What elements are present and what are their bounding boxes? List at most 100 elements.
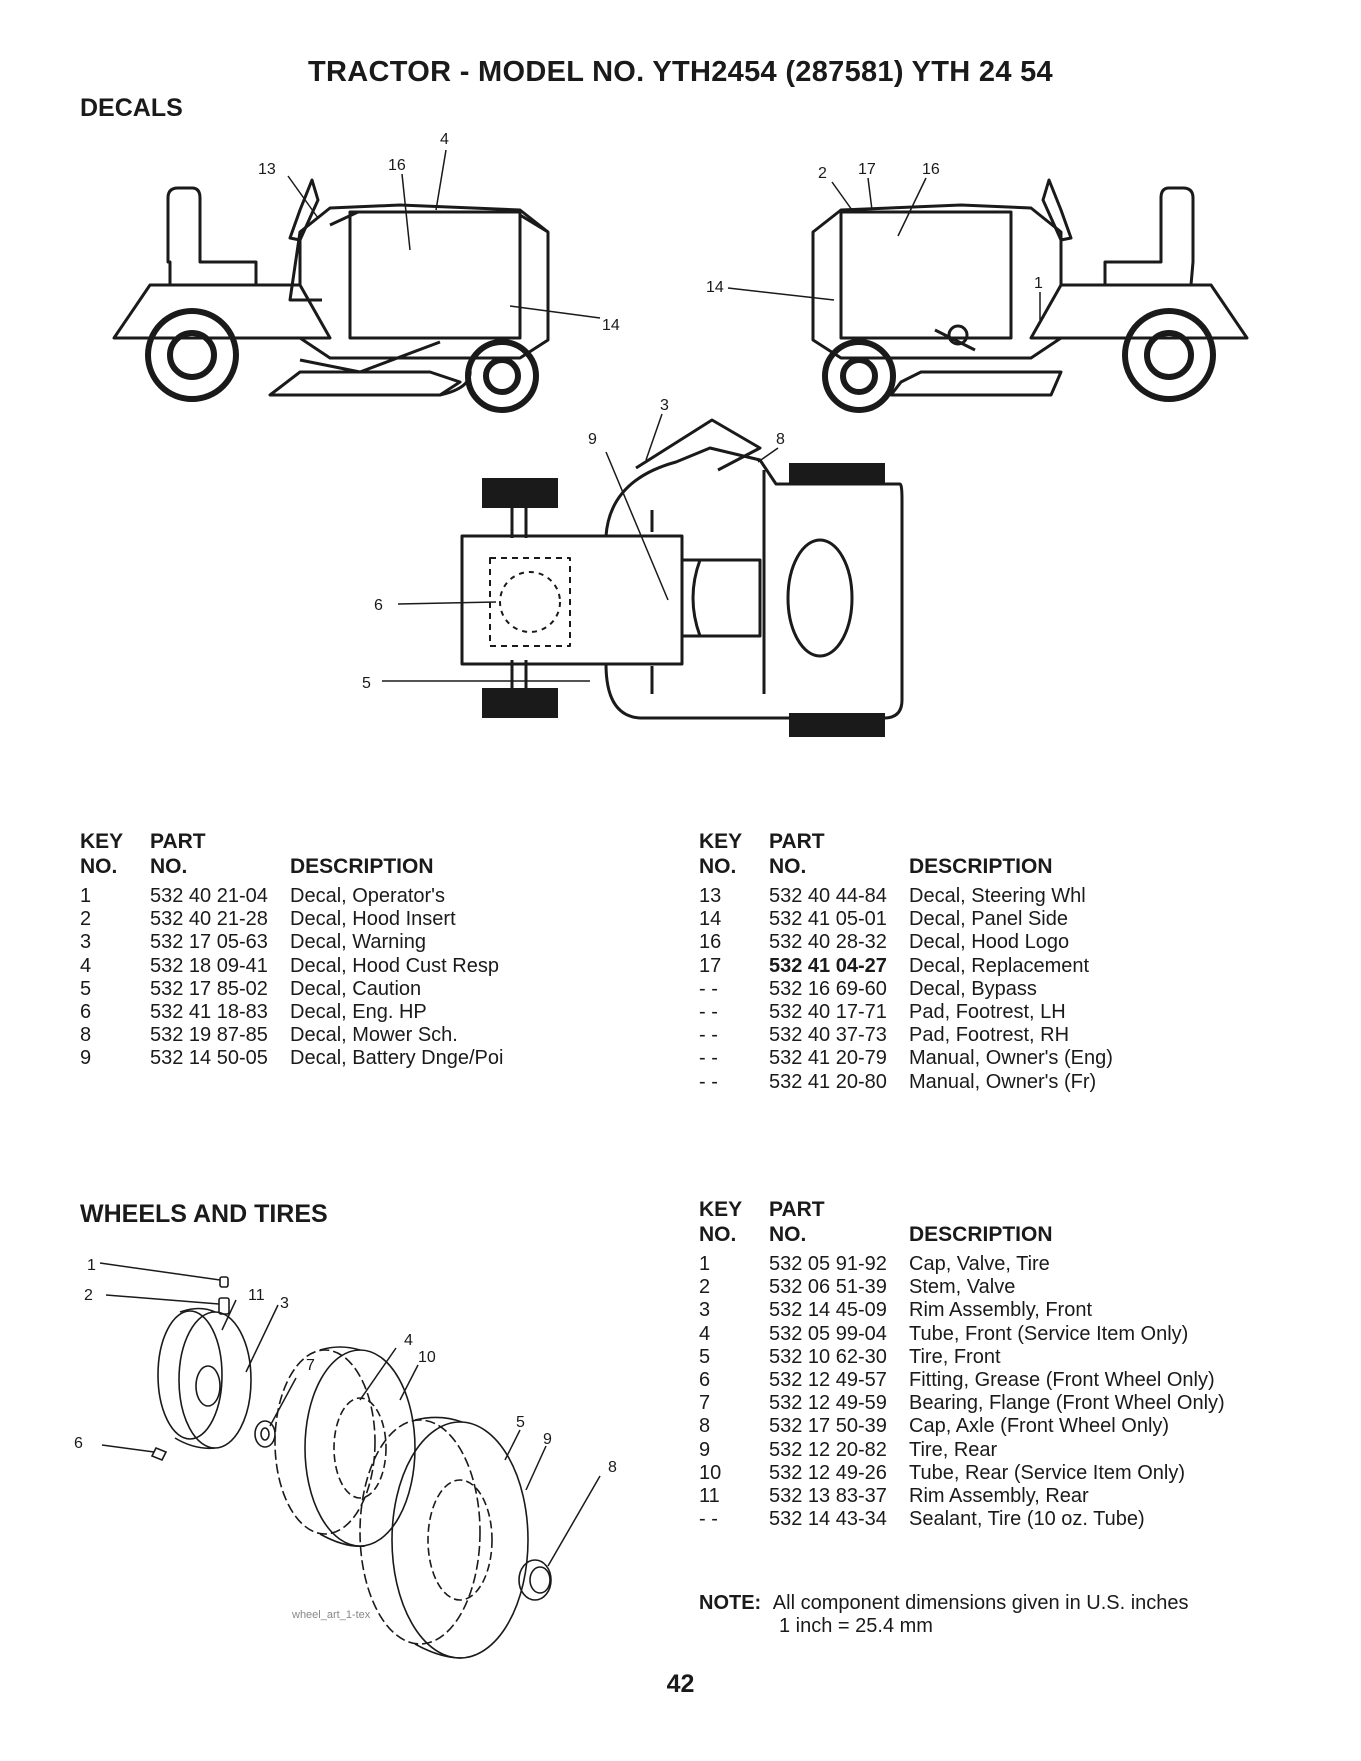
callout-wheel-10: 10 <box>418 1349 436 1366</box>
part-no: 532 18 09-41 <box>150 954 268 977</box>
header-no: NO. <box>699 1223 737 1246</box>
callout-wheel-2: 2 <box>84 1287 93 1304</box>
part-no: 532 14 45-09 <box>769 1299 887 1322</box>
description: Fitting, Grease (Front Wheel Only) <box>909 1369 1215 1392</box>
header-part: PART <box>150 830 206 853</box>
note-line-2: 1 inch = 25.4 mm <box>779 1615 933 1637</box>
header-part-no: NO. <box>769 855 807 878</box>
key-no: 5 <box>699 1345 711 1368</box>
callout-top-3: 3 <box>660 397 669 414</box>
table-row: 4 532 05 99-04 Tube, Front (Service Item O… <box>699 1323 1225 1346</box>
description: Bearing, Flange (Front Wheel Only) <box>909 1392 1225 1415</box>
note-line-1: All component dimensions given in U.S. i… <box>772 1592 1189 1614</box>
callout-wheel-4: 4 <box>404 1332 413 1349</box>
key-no: 3 <box>80 931 92 954</box>
callout-left-13: 13 <box>258 161 276 178</box>
description: Decal, Hood Cust Resp <box>290 954 499 977</box>
callout-wheel-6: 6 <box>74 1435 83 1452</box>
key-no: 3 <box>699 1299 711 1322</box>
callout-top-6: 6 <box>374 597 383 614</box>
callout-left-14: 14 <box>602 317 620 334</box>
description: Rim Assembly, Rear <box>909 1485 1089 1508</box>
part-no: 532 40 28-32 <box>769 931 887 954</box>
key-no: - - <box>699 977 718 1000</box>
header-description: DESCRIPTION <box>290 855 434 878</box>
callout-wheel-9: 9 <box>543 1431 552 1448</box>
description: Decal, Steering Whl <box>909 885 1086 907</box>
table-header-row: KEY PART <box>699 829 1113 854</box>
header-no: NO. <box>699 855 737 878</box>
description: Manual, Owner's (Fr) <box>909 1070 1097 1093</box>
callout-wheel-3: 3 <box>280 1295 289 1312</box>
part-no: 532 40 21-04 <box>150 885 268 907</box>
key-no: 2 <box>80 908 92 931</box>
part-no: 532 40 21-28 <box>150 908 268 931</box>
description: Decal, Operator's <box>290 885 445 907</box>
table-row: 2 532 40 21-28 Decal, Hood Insert <box>80 908 503 931</box>
part-no: 532 40 17-71 <box>769 1001 887 1024</box>
callout-top-5: 5 <box>362 675 371 692</box>
key-no: - - <box>699 1070 718 1093</box>
description: Manual, Owner's (Eng) <box>909 1047 1113 1070</box>
part-no: 532 05 91-92 <box>769 1253 887 1275</box>
part-no: 532 05 99-04 <box>769 1322 887 1345</box>
callout-wheel-1: 1 <box>87 1257 96 1274</box>
header-description: DESCRIPTION <box>909 855 1053 878</box>
header-part: PART <box>769 830 825 853</box>
part-no: 532 41 05-01 <box>769 908 887 931</box>
key-no: 9 <box>699 1438 711 1461</box>
description: Tube, Rear (Service Item Only) <box>909 1461 1186 1484</box>
part-no: 532 12 49-57 <box>769 1369 887 1392</box>
key-no: 9 <box>80 1047 92 1070</box>
decals-parts-table-right: KEY PART NO. NO. DESCRIPTION 13 532 40 44… <box>699 829 1113 1094</box>
description: Decal, Hood Insert <box>290 908 456 931</box>
key-no: 7 <box>699 1392 711 1415</box>
key-no: 10 <box>699 1461 722 1484</box>
part-no: 532 41 04-27 <box>769 954 887 977</box>
header-description: DESCRIPTION <box>909 1223 1053 1246</box>
part-no: 532 06 51-39 <box>769 1276 887 1299</box>
description: Stem, Valve <box>909 1276 1016 1299</box>
description: Tube, Front (Service Item Only) <box>909 1322 1189 1345</box>
tractor-top-view <box>460 418 904 737</box>
callout-left-4: 4 <box>440 131 449 148</box>
key-no: 4 <box>699 1322 711 1345</box>
key-no: 13 <box>699 885 722 907</box>
table-row: - - 532 41 20-80 Manual, Owner's (Fr) <box>699 1071 1113 1094</box>
part-no: 532 17 50-39 <box>769 1415 887 1438</box>
part-no: 532 41 20-80 <box>769 1070 887 1093</box>
description: Decal, Replacement <box>909 954 1090 977</box>
callout-wheel-11: 11 <box>248 1287 265 1304</box>
part-no: 532 40 44-84 <box>769 885 887 907</box>
table-row: 1 532 40 21-04 Decal, Operator's <box>80 885 503 908</box>
description: Pad, Footrest, RH <box>909 1024 1070 1047</box>
header-no: NO. <box>80 855 118 878</box>
callout-right-14: 14 <box>706 279 724 296</box>
part-no: 532 16 69-60 <box>769 977 887 1000</box>
callout-left-16: 16 <box>388 157 406 174</box>
part-no: 532 17 85-02 <box>150 977 268 1000</box>
key-no: - - <box>699 1024 718 1047</box>
decals-section-title: DECALS <box>80 94 183 122</box>
header-key: KEY <box>80 830 124 853</box>
key-no: 1 <box>80 885 92 907</box>
callout-wheel-5: 5 <box>516 1414 525 1431</box>
dimension-note: NOTE: All component dimensions given in … <box>699 1592 1189 1638</box>
art-label: wheel_art_1-tex <box>291 1609 371 1621</box>
key-no: 14 <box>699 908 722 931</box>
